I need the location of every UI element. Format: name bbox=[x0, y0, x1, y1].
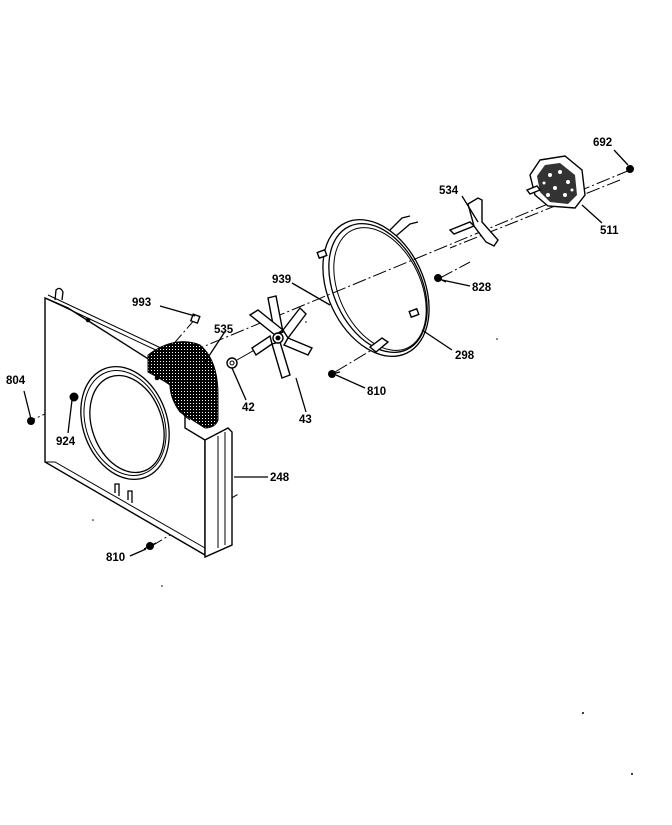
leader-lines bbox=[23, 149, 629, 557]
label-810-upper: 810 bbox=[367, 386, 386, 398]
label-248: 248 bbox=[270, 472, 290, 484]
label-692: 692 bbox=[593, 137, 612, 149]
label-42: 42 bbox=[242, 402, 255, 414]
label-43: 43 bbox=[299, 414, 312, 426]
label-511: 511 bbox=[600, 225, 619, 237]
fan-cover-panel-248 bbox=[44, 287, 233, 559]
screw-810-lower bbox=[143, 542, 157, 550]
part-labels: 692 534 511 828 939 298 810 993 535 42 4… bbox=[6, 137, 619, 564]
bracket-534 bbox=[448, 197, 499, 247]
label-810-lower: 810 bbox=[106, 552, 125, 564]
mesh-screen-535 bbox=[147, 341, 219, 429]
heating-element-298 bbox=[316, 215, 430, 357]
label-534: 534 bbox=[439, 185, 459, 197]
screw-810-upper bbox=[328, 370, 341, 378]
nut-692 bbox=[626, 165, 634, 173]
label-993: 993 bbox=[132, 297, 151, 309]
label-924: 924 bbox=[56, 436, 76, 448]
label-939: 939 bbox=[272, 274, 291, 286]
label-298: 298 bbox=[455, 350, 475, 362]
fan-blade-43 bbox=[248, 295, 314, 379]
label-828: 828 bbox=[472, 282, 492, 294]
label-804: 804 bbox=[6, 375, 26, 387]
nut-42 bbox=[226, 347, 259, 369]
clip-993 bbox=[189, 313, 201, 325]
fan-motor-511 bbox=[525, 155, 586, 209]
scan-noise bbox=[92, 321, 633, 775]
grommet-924 bbox=[69, 392, 79, 402]
label-535: 535 bbox=[214, 324, 234, 336]
